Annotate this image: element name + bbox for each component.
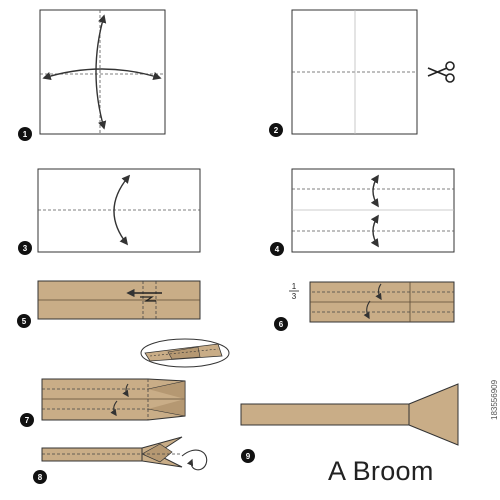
fold-arrow-bottom (110, 400, 118, 417)
step-number: 2 (274, 126, 279, 135)
step-number: 9 (246, 452, 251, 461)
fold-arrow (113, 174, 131, 246)
fraction-denominator: 3 (292, 292, 297, 301)
step-badge-5: 5 (17, 314, 31, 328)
step-badge-7: 7 (20, 413, 34, 427)
step-number: 7 (25, 416, 30, 425)
broom-handle (41, 447, 143, 462)
broom-head (408, 383, 459, 446)
step-1-panel: 1 (18, 9, 166, 141)
step-number: 4 (275, 245, 280, 254)
flap-triangle-bottom (147, 399, 186, 417)
folded-strip (41, 378, 186, 421)
fold-arrow-horizontal (42, 68, 162, 81)
broom-handle (240, 403, 410, 426)
step-8-panel: 8 (33, 436, 208, 484)
step-badge-8: 8 (33, 470, 47, 484)
step-2-panel: 2 (269, 9, 455, 137)
scissors-icon (427, 61, 455, 83)
step-badge-1: 1 (18, 127, 32, 141)
rotate-arrow (181, 449, 208, 471)
step-3-panel: 3 (18, 168, 201, 255)
step-4-panel: 4 (270, 168, 455, 256)
fraction-label: 1 3 (289, 282, 299, 301)
diagram-title: A Broom (328, 456, 434, 486)
step-6-panel: 1 3 6 (274, 281, 455, 331)
half-paper (37, 168, 201, 253)
step-badge-4: 4 (270, 242, 284, 256)
fold-arrow-top (375, 283, 382, 301)
step-badge-2: 2 (269, 123, 283, 137)
fold-arrow-top (122, 383, 129, 398)
detail-bubble (140, 338, 230, 368)
step-number: 8 (38, 473, 43, 482)
fold-arrow-bottom (363, 300, 371, 320)
step-number: 5 (22, 317, 27, 326)
inner-flap (141, 443, 173, 463)
fold-arrow-top (370, 174, 379, 208)
step-badge-9: 9 (241, 449, 255, 463)
step-7-panel: 7 (20, 378, 186, 427)
step-badge-3: 3 (18, 241, 32, 255)
step-number: 6 (279, 320, 284, 329)
broom-head-folded (141, 436, 183, 468)
fold-arrow-bottom (370, 214, 379, 248)
step-number: 1 (23, 130, 28, 139)
step-5-panel: 5 (17, 280, 201, 328)
detail-flap (167, 346, 201, 360)
step-number: 3 (23, 244, 28, 253)
square-paper (39, 9, 166, 135)
fraction-numerator: 1 (292, 282, 297, 291)
step-9-panel: 9 (240, 383, 459, 463)
zigzag-fold-icon (140, 296, 156, 302)
image-id-label: 183556909 (490, 379, 499, 420)
step-badge-6: 6 (274, 317, 288, 331)
flap-triangle-top (147, 380, 186, 399)
half-paper (291, 168, 455, 253)
